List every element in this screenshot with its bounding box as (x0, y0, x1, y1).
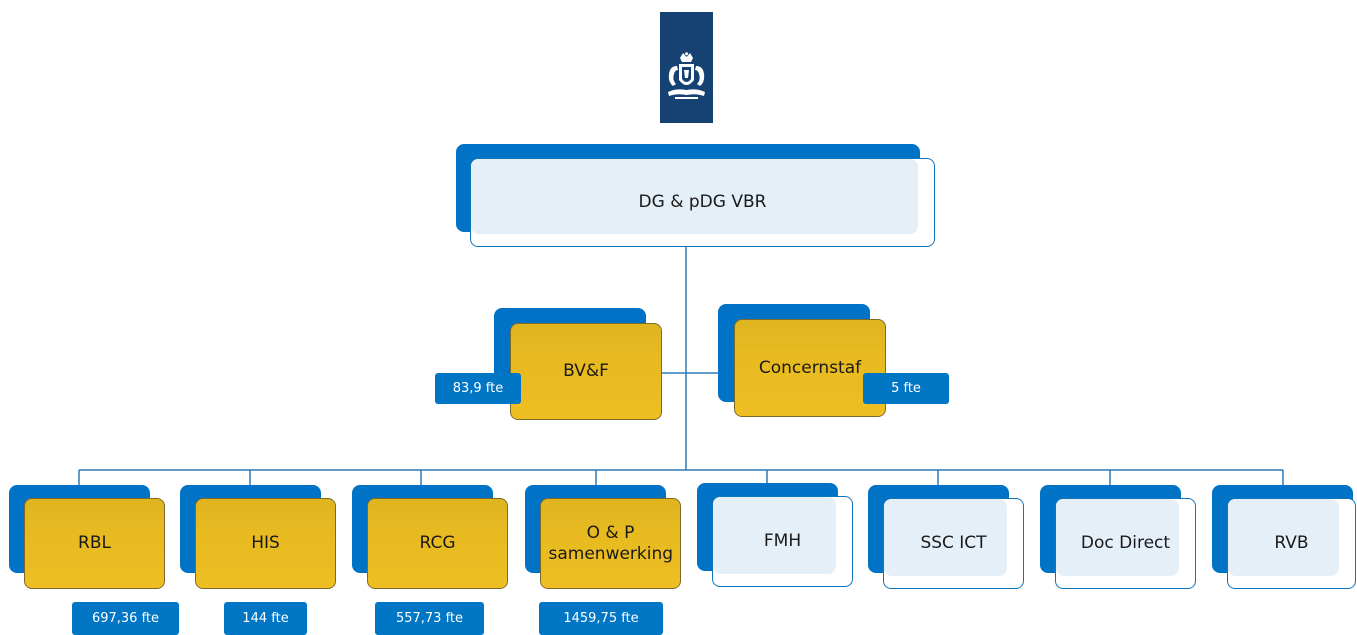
unit-label: RVB (1274, 533, 1309, 554)
unit-rcg[interactable]: RCG (352, 485, 510, 591)
unit-label: RBL (78, 533, 111, 554)
root-unit-label: DG & pDG VBR (638, 192, 767, 213)
fte-badge: 1459,75 fte (539, 602, 663, 635)
fte-badge: 557,73 fte (375, 602, 484, 635)
unit-label: SSC ICT (920, 533, 987, 554)
unit-label: HIS (251, 533, 280, 554)
root-unit[interactable]: DG & pDG VBR (456, 144, 936, 248)
unit-rbl[interactable]: RBL (9, 485, 167, 591)
unit-label: FMH (763, 531, 802, 552)
unit-label: Doc Direct (1080, 533, 1171, 554)
government-logo (660, 12, 713, 123)
unit-label: RCG (419, 533, 456, 554)
fte-badge: 144 fte (224, 602, 307, 635)
fte-badge: 697,36 fte (72, 602, 179, 635)
staff-unit-label: BV&F (563, 361, 609, 382)
coat-of-arms-icon (668, 52, 705, 99)
staff-unit-bvf[interactable]: BV&F (494, 308, 664, 422)
unit-doc-direct[interactable]: Doc Direct (1040, 485, 1198, 591)
unit-rvb[interactable]: RVB (1212, 485, 1357, 591)
unit-ssc-ict[interactable]: SSC ICT (868, 485, 1026, 591)
unit-his[interactable]: HIS (180, 485, 338, 591)
staff-unit-concernstaf[interactable]: Concernstaf (718, 304, 888, 418)
unit-fmh[interactable]: FMH (697, 483, 855, 589)
fte-badge: 83,9 fte (435, 373, 521, 404)
staff-unit-label: Concernstaf (758, 357, 862, 378)
unit-label: O & P samenwerking (548, 523, 674, 564)
fte-badge: 5 fte (863, 373, 949, 404)
unit-o-p-samenwerking[interactable]: O & P samenwerking (525, 485, 683, 591)
